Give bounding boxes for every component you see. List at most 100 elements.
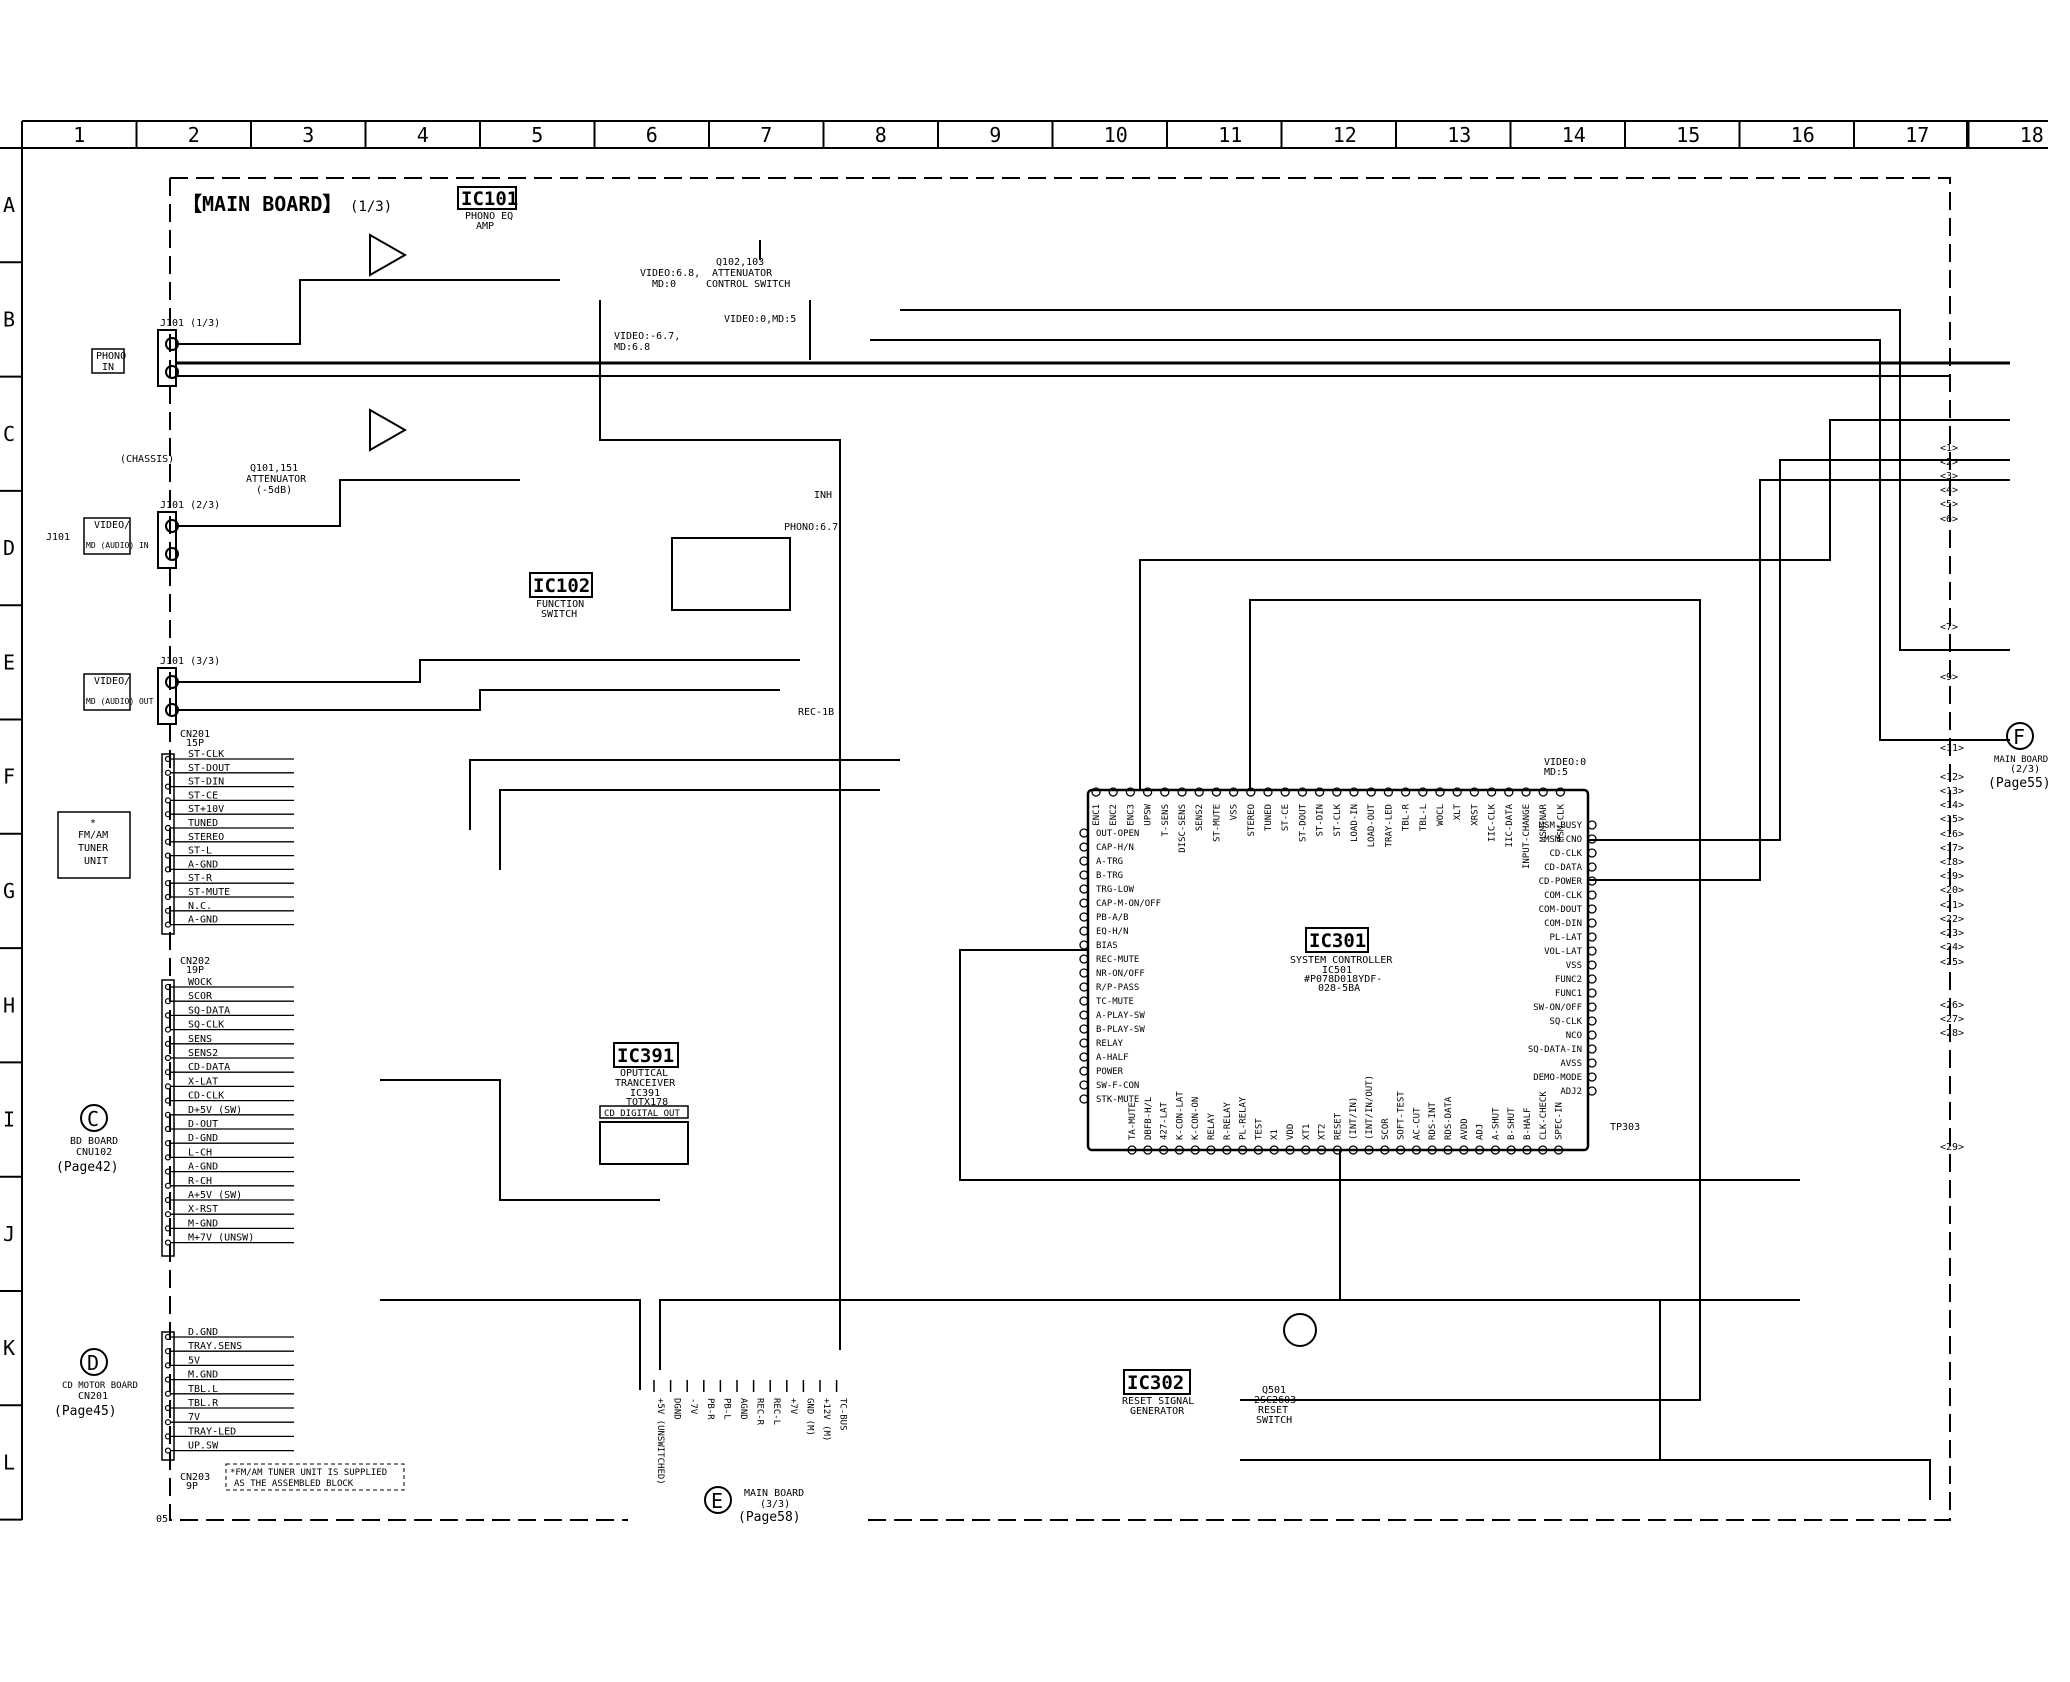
- ic301-pin: [1538, 787, 1548, 797]
- tuner-box-1: *: [90, 818, 96, 829]
- bd-pin-label: X-RST: [188, 1204, 218, 1215]
- bd-pin-list: WOCKSCORSQ-DATASQ-CLKSENSSENS2CD-DATAX-L…: [164, 977, 294, 1246]
- phono-volt-label: PHONO:6.7: [784, 522, 838, 533]
- ic301-top-pin-label: ST-MUTE: [1212, 804, 1222, 842]
- ic301-pin: [1301, 1145, 1311, 1155]
- right-terminal-23: <23>: [1940, 928, 1964, 939]
- video-volt-2: VIDEO:-6.7,: [614, 331, 680, 342]
- tuner-pin-label: ST-CE: [188, 790, 218, 801]
- q101-label: Q101,151: [250, 463, 298, 474]
- column-label-7: 7: [760, 123, 772, 147]
- row-label-B: B: [3, 307, 15, 331]
- jack-video-in: VIDEO/ MD (AUDIO) IN J101 (2/3) J101: [46, 500, 220, 569]
- bd-pin-dot: [164, 1054, 172, 1062]
- ic301-pin: [1237, 1145, 1248, 1155]
- tuner-box-2: FM/AM: [78, 830, 108, 841]
- tuner-pin-dot: [164, 783, 172, 790]
- ic391-desc1: OPUTICAL: [620, 1068, 668, 1079]
- ic301-right-pin-label: VOL-LAT: [1544, 947, 1583, 957]
- atten-cs-label2: CONTROL SWITCH: [706, 279, 790, 290]
- ic301-right-pin-label: SQ-CLK: [1549, 1017, 1582, 1027]
- q501-ref: Q501: [1262, 1385, 1286, 1396]
- q102-label: Q102,103: [716, 257, 764, 268]
- column-label-13: 13: [1447, 123, 1471, 147]
- grid-frame: [0, 120, 2048, 1520]
- connector-e-name: MAIN BOARD: [744, 1488, 804, 1499]
- ic301-right-pin-label: NCO: [1566, 1031, 1582, 1041]
- connector-f-name: MAIN BOARD: [1994, 755, 2048, 765]
- tuner-pin-dot: [164, 811, 172, 818]
- ic301-pin: [1079, 1094, 1089, 1104]
- ic301-top-pin-label: ST-CLK: [1333, 803, 1343, 836]
- ic301-bottom-pin-label: B-HALF: [1523, 1107, 1533, 1140]
- ic301-pin: [1364, 1145, 1374, 1155]
- right-terminal-27: <27>: [1940, 1014, 1964, 1025]
- cd-motor-pin-label: 5V: [188, 1355, 200, 1366]
- ic301-bottom-pin-label: SPEC-IN: [1555, 1102, 1565, 1140]
- ic301-bottom-pin-label: RELAY: [1207, 1112, 1217, 1140]
- chassis-label: (CHASSIS): [120, 454, 174, 465]
- ic301-left-pin-label: BIAS: [1096, 941, 1118, 951]
- ic102-block: IC102 FUNCTION SWITCH: [529, 537, 791, 620]
- ic301-pin: [1587, 946, 1597, 956]
- ic301-pin: [1079, 954, 1089, 964]
- e-pin-label: REC-R: [755, 1398, 765, 1426]
- column-label-11: 11: [1218, 123, 1242, 147]
- tuner-pin-dot: [164, 824, 172, 832]
- ic301-pin: [1587, 1086, 1597, 1096]
- ic301-bottom-pin-label: (INT/IN/OUT): [1365, 1075, 1375, 1140]
- ic301-pin: [1206, 1145, 1216, 1155]
- ic301-pin: [1079, 1038, 1089, 1048]
- right-terminal-14: <14>: [1940, 800, 1964, 811]
- right-terminal-18: <18>: [1940, 857, 1964, 868]
- bd-pin-dot: [164, 1196, 172, 1204]
- ic301-bottom-pin-label: XT1: [1302, 1124, 1312, 1140]
- ic301-top-pin-label: ENC1: [1092, 804, 1102, 826]
- phono-jack-ref: J101 (1/3): [160, 318, 220, 329]
- cd-motor-pin-dot: [164, 1333, 172, 1341]
- bd-pin-label: SENS2: [188, 1048, 218, 1059]
- ic302-block: IC302 RESET SIGNAL GENERATOR Q501 2SC260…: [1122, 1313, 1317, 1426]
- cd-motor-pin-label: UP.SW: [188, 1441, 219, 1452]
- bd-pin-label: X-LAT: [188, 1076, 218, 1087]
- tuner-box-3: TUNER: [78, 843, 109, 854]
- ic301-left-pin-label: STK-MUTE: [1096, 1095, 1139, 1105]
- tuner-pin-dot: [164, 893, 172, 901]
- tuner-pin-label: STEREO: [188, 832, 224, 843]
- ic301-bottom-pin-label: VDD: [1286, 1124, 1296, 1140]
- row-ticks: [0, 261, 22, 1521]
- ic301-pin: [1587, 932, 1597, 942]
- connector-f-letter: F: [2013, 725, 2025, 749]
- bd-connector: CN202 19P WOCKSCORSQ-DATASQ-CLKSENSSENS2…: [161, 956, 294, 1257]
- right-terminal-11: <11>: [1940, 743, 1964, 754]
- ic301-pin: [1079, 1010, 1089, 1020]
- tuner-connector: CN201 15P ST-CLKST-DOUTST-DINST-CEST+10V…: [57, 729, 294, 935]
- column-label-12: 12: [1333, 123, 1357, 147]
- ic301-left-pin-label: REC-MUTE: [1096, 955, 1139, 965]
- connector-f-page: (Page55): [1988, 776, 2051, 791]
- ic301-pin: [1395, 1145, 1406, 1155]
- cn202-ref: CN202: [180, 956, 210, 967]
- ic301-pin: [1194, 787, 1204, 797]
- bd-pin-dot: [164, 1154, 172, 1161]
- bd-pin-label: WOCK: [188, 977, 212, 988]
- tuner-pin-label: ST-DIN: [188, 777, 224, 788]
- ic301-pin: [1553, 1145, 1564, 1155]
- note-line-2: AS THE ASSEMBLED BLOCK: [234, 1479, 354, 1489]
- ic301-top-pin-label: ST-DIN: [1316, 804, 1326, 837]
- connector-c-name: BD BOARD: [70, 1136, 118, 1147]
- ic301-top-pin-label: ENC2: [1109, 804, 1119, 826]
- ic301-pin: [1486, 787, 1497, 797]
- ic301-bottom-pin-label: A-SHUT: [1491, 1107, 1501, 1140]
- e-pin-label: +12V (M): [821, 1398, 831, 1441]
- ic301-right-pin-label: MSM-CNO: [1544, 835, 1582, 845]
- ic301-bottom-pin-label: RDS-INT: [1428, 1101, 1438, 1140]
- connector-d: D CD MOTOR BOARD CN201 (Page45): [54, 1348, 138, 1419]
- ic301-right-pin-label: DEMO-MODE: [1533, 1073, 1582, 1083]
- ic301-top-pin-label: LOAD-OUT: [1367, 803, 1377, 847]
- column-label-3: 3: [302, 123, 314, 147]
